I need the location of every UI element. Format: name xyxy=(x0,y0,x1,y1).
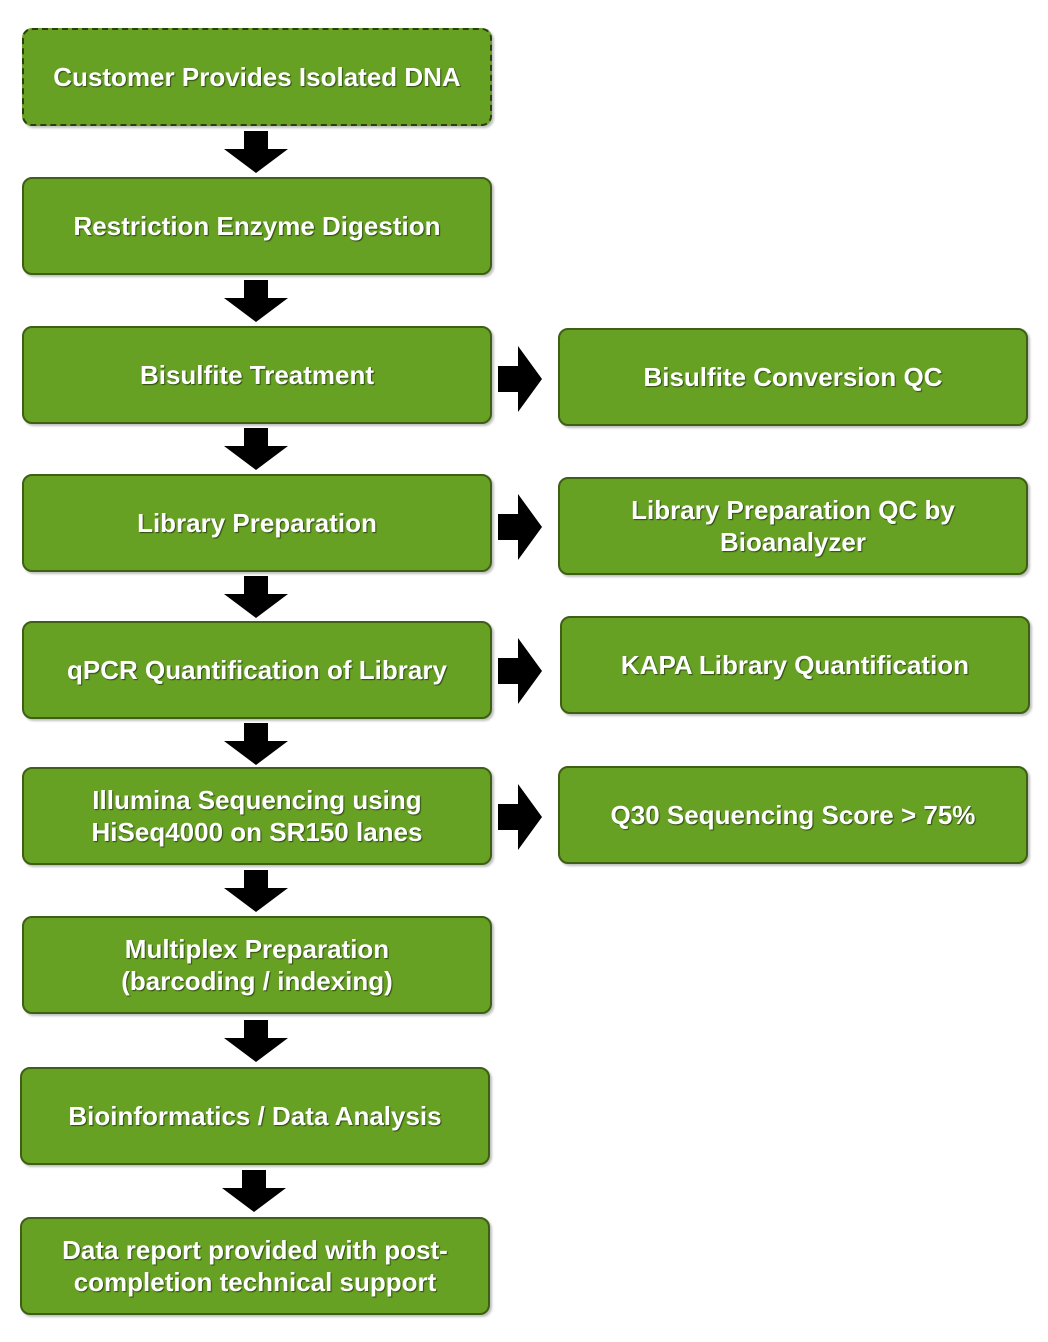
right-arrow-icon xyxy=(498,346,542,412)
down-arrow-icon xyxy=(224,870,288,912)
qc-label: KAPA Library Quantification xyxy=(620,650,970,680)
step-label: Customer Provides Isolated DNA xyxy=(53,62,461,92)
down-arrow-icon xyxy=(224,428,288,470)
right-arrow-icon xyxy=(498,494,542,560)
down-arrow-icon xyxy=(222,1170,286,1212)
qc-q30-score: Q30 Sequencing Score > 75% xyxy=(558,766,1028,864)
right-arrow-icon xyxy=(498,638,542,704)
step-bisulfite-treatment: Bisulfite Treatment xyxy=(22,326,492,424)
step-label: Restriction Enzyme Digestion xyxy=(73,211,441,241)
qc-label: Bisulfite Conversion QC xyxy=(643,362,943,392)
step-label: Library Preparation xyxy=(137,508,377,538)
qc-label: Q30 Sequencing Score > 75% xyxy=(610,800,976,830)
step-label: Data report provided with post- completi… xyxy=(62,1235,448,1297)
step-label: Bisulfite Treatment xyxy=(139,360,375,390)
qc-library-bioanalyzer: Library Preparation QC by Bioanalyzer xyxy=(558,477,1028,575)
down-arrow-icon xyxy=(224,576,288,618)
step-multiplex-preparation: Multiplex Preparation (barcoding / index… xyxy=(22,916,492,1014)
step-label: Multiplex Preparation (barcoding / index… xyxy=(121,934,393,996)
step-label: qPCR Quantification of Library xyxy=(67,655,447,685)
qc-label: Library Preparation QC by Bioanalyzer xyxy=(631,495,955,557)
qc-bisulfite-conversion: Bisulfite Conversion QC xyxy=(558,328,1028,426)
step-label: Bioinformatics / Data Analysis xyxy=(68,1101,442,1131)
step-library-preparation: Library Preparation xyxy=(22,474,492,572)
down-arrow-icon xyxy=(224,723,288,765)
step-qpcr-quantification: qPCR Quantification of Library xyxy=(22,621,492,719)
down-arrow-icon xyxy=(224,280,288,322)
right-arrow-icon xyxy=(498,784,542,850)
qc-kapa-quantification: KAPA Library Quantification xyxy=(560,616,1030,714)
down-arrow-icon xyxy=(224,131,288,173)
step-bioinformatics: Bioinformatics / Data Analysis xyxy=(20,1067,490,1165)
step-illumina-sequencing: Illumina Sequencing using HiSeq4000 on S… xyxy=(22,767,492,865)
down-arrow-icon xyxy=(224,1020,288,1062)
step-customer-dna: Customer Provides Isolated DNA xyxy=(22,28,492,126)
step-data-report: Data report provided with post- completi… xyxy=(20,1217,490,1315)
step-restriction-digestion: Restriction Enzyme Digestion xyxy=(22,177,492,275)
step-label: Illumina Sequencing using HiSeq4000 on S… xyxy=(91,785,423,847)
